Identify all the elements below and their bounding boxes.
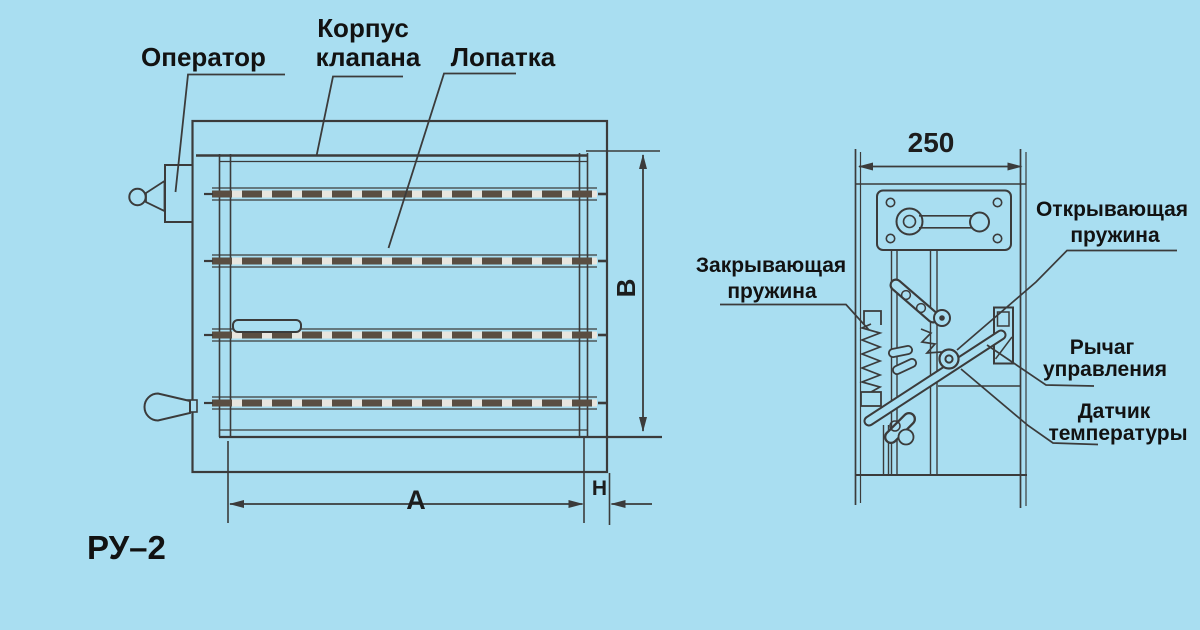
closing-spring-leader-line [720,303,870,331]
blade-label: Лопатка [451,42,556,72]
mounting-plate [876,189,1012,251]
control-lever [863,329,1007,427]
upper-linkage [889,278,951,327]
temperature-sensor-leader-line [960,368,1099,446]
temperature-sensor-label-line2: температуры [1048,422,1187,445]
control-lever-label-line1: Рычаг [1070,336,1135,359]
dimension-label-B: B [611,279,641,298]
opening-spring-label-line2: пружина [1070,224,1160,247]
blade-4 [204,396,606,410]
dimension-label-A: A [406,485,426,515]
dimension-label-250: 250 [908,127,955,158]
valve-body-leader-line [315,75,403,157]
temperature-sensor-link [884,412,916,446]
closing-spring-label-line1: Закрывающая [696,254,846,277]
closing-spring [859,310,883,407]
dimension-flange-H: H [592,473,652,525]
model-designation: РУ–2 [87,529,166,566]
dimension-height-B: B [586,150,660,432]
blade-handle [143,392,198,422]
side-view: 250 [696,127,1188,508]
front-view: B A H Оператор Корпус клапана Лопатка [87,13,662,566]
control-lever-leader-line [986,344,1095,387]
operator-label: Оператор [141,42,266,72]
blade-2 [204,254,606,268]
valve-outer-frame [191,119,609,474]
control-lever-label-line2: управления [1043,358,1167,381]
opening-spring-label-line1: Открывающая [1036,198,1188,221]
operator-actuator [128,164,194,223]
pivot-clevis [888,345,917,375]
dimension-width-A: A [227,437,585,523]
valve-body-label-line1: Корпус [317,13,409,43]
valve-body-label-line2: клапана [316,42,421,72]
valve-inner-frame [196,153,662,439]
lever-pivot [938,348,960,370]
operator-leader-line [174,73,285,193]
blade-stop-bracket [232,319,302,333]
temperature-sensor-label-line1: Датчик [1078,400,1151,423]
opening-spring [920,328,944,360]
dimension-depth-250: 250 [858,127,1023,171]
opening-spring-leader-line [956,249,1177,351]
closing-spring-label-line2: пружина [727,280,817,303]
dimension-label-H: H [592,477,607,500]
side-walls [854,149,1027,508]
blade-leader-line [387,72,516,249]
